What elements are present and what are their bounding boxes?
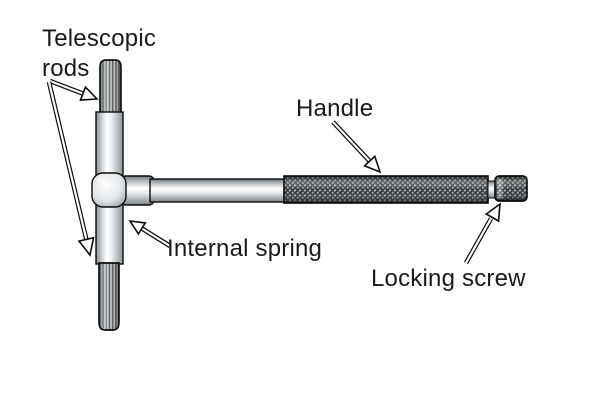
telescopic-rods-label: Telescopic rods [42, 25, 157, 82]
handle-arrow [331, 120, 382, 174]
internal-spring-arrow [128, 219, 172, 248]
locking-screw-arrow [463, 202, 501, 265]
telescopic-rods-arrow-bottom [46, 81, 95, 257]
handle-grip [283, 175, 489, 204]
telescopic-rod-bottom-sleeve [95, 203, 124, 265]
junction-collar [91, 172, 127, 208]
handle-label: Handle [296, 95, 374, 122]
telescopic-rod-bottom-tip [98, 262, 120, 331]
telescopic-rod-top-tip [99, 59, 122, 115]
internal-spring-label: Internal spring [167, 235, 323, 262]
telescopic-rod-top-sleeve [95, 111, 124, 179]
locking-screw-label: Locking screw [371, 265, 526, 292]
telescopic-rods-arrow-top [49, 78, 99, 101]
handle-shaft [149, 178, 287, 203]
locking-screw-part [494, 175, 528, 202]
